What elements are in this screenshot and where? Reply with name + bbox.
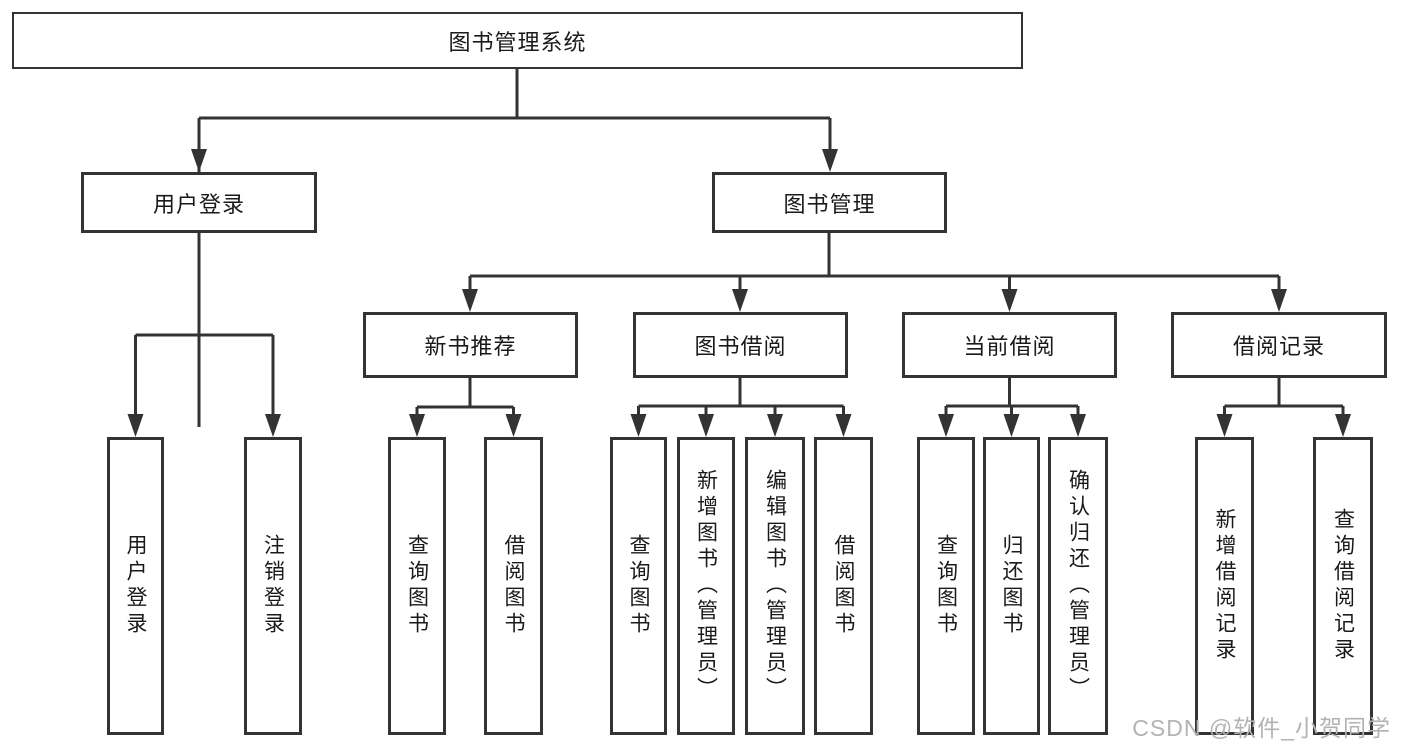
leaf-records-add-borrow-record: 新增借阅记录 bbox=[1195, 437, 1254, 735]
node-library-system: 图书管理系统 bbox=[12, 12, 1023, 69]
node-borrow-records: 借阅记录 bbox=[1171, 312, 1387, 378]
leaf-borrow-query-books: 查询图书 bbox=[610, 437, 667, 735]
leaf-newbook-query-books: 查询图书 bbox=[388, 437, 446, 735]
leaf-logout-login: 注销登录 bbox=[244, 437, 302, 735]
leaf-current-return-books: 归还图书 bbox=[983, 437, 1040, 735]
leaf-current-query-books: 查询图书 bbox=[917, 437, 975, 735]
node-current-borrow: 当前借阅 bbox=[902, 312, 1117, 378]
leaf-user-login: 用户登录 bbox=[107, 437, 164, 735]
leaf-newbook-borrow-books: 借阅图书 bbox=[484, 437, 543, 735]
node-new-book-recommend: 新书推荐 bbox=[363, 312, 578, 378]
leaf-records-query-borrow-record: 查询借阅记录 bbox=[1313, 437, 1373, 735]
csdn-watermark: CSDN @软件_小贺同学 bbox=[1132, 715, 1391, 741]
node-user-login: 用户登录 bbox=[81, 172, 317, 233]
leaf-borrow-edit-books-admin: 编辑图书（管理员） bbox=[745, 437, 805, 735]
leaf-current-confirm-return-admin: 确认归还（管理员） bbox=[1048, 437, 1108, 735]
leaf-borrow-add-books-admin: 新增图书（管理员） bbox=[677, 437, 735, 735]
leaf-borrow-borrow-books: 借阅图书 bbox=[814, 437, 873, 735]
node-book-borrow: 图书借阅 bbox=[633, 312, 848, 378]
node-book-management: 图书管理 bbox=[712, 172, 947, 233]
